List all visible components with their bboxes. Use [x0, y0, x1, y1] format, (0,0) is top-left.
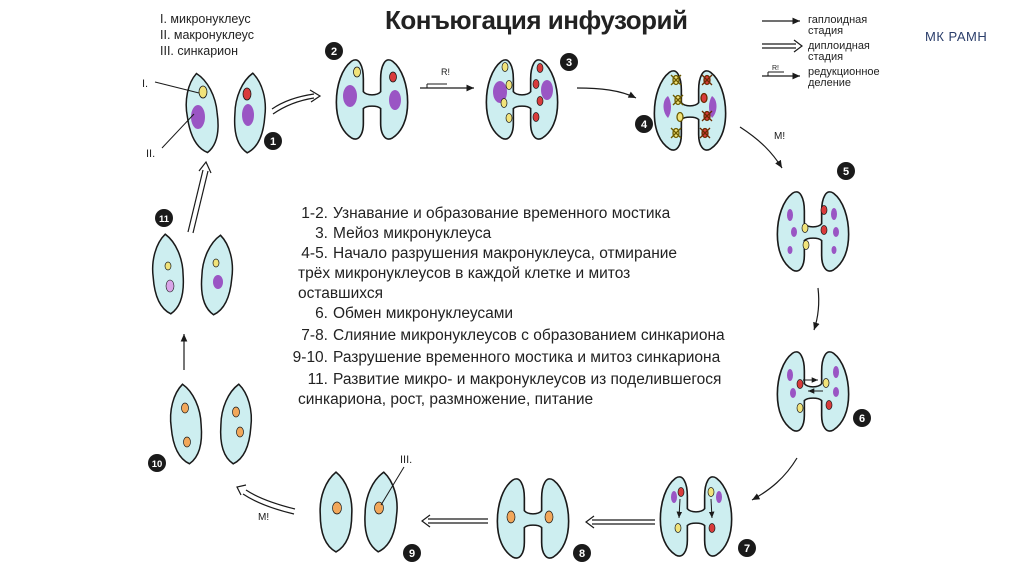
svg-text:10: 10	[152, 459, 163, 470]
arrow-5-to-6	[813, 287, 820, 331]
stage-badge-10: 10	[148, 454, 166, 472]
callout-line-micro	[154, 81, 200, 94]
nucleus-legend: I. микронуклеус II. макронуклеус III. си…	[160, 11, 254, 59]
step-item: 6.Обмен микронуклеусами	[315, 305, 514, 322]
step-item-cont: оставшихся	[298, 285, 383, 302]
stage-6-pair	[776, 351, 850, 432]
arrow-2-to-3: R!	[420, 67, 474, 92]
stage-badge-3: 3	[560, 53, 578, 71]
stage-9-cells	[319, 470, 401, 554]
step-item: 9-10.Разрушение временного мостика и мит…	[292, 349, 721, 366]
stage-badge-6: 6	[853, 409, 871, 427]
arrow-1-to-2	[271, 89, 322, 115]
stage-badge-11: 11	[155, 209, 173, 227]
svg-text:11: 11	[159, 214, 170, 225]
step-item: 3.Мейоз микронуклеуса	[315, 225, 492, 242]
svg-text:4: 4	[641, 119, 648, 131]
step-item: 4-5.Начало разрушения макронуклеуса, отм…	[301, 245, 678, 262]
stage-badge-9: 9	[403, 544, 421, 562]
arrow-label-m2: M!	[258, 512, 269, 523]
callout-macronucleus: II.	[146, 148, 155, 160]
stage-8-pair	[496, 478, 570, 559]
arrow-7-to-8	[585, 515, 655, 529]
legend-diploid-line1: диплоидная	[808, 40, 870, 52]
stage-1-cells	[180, 70, 269, 156]
step-item: 7-8.Слияние микронуклеусов с образование…	[301, 327, 725, 344]
page-title: Конъюгация инфузорий	[385, 5, 688, 35]
stage-badge-5: 5	[837, 162, 855, 180]
stage-4-pair	[653, 70, 727, 151]
legend-reduction-line1: редукционное	[808, 66, 880, 78]
step-item: 11.Развитие микро- и макронуклеусов из п…	[307, 371, 722, 388]
stage-2-pair	[335, 59, 409, 140]
arrow-9-to-10	[236, 484, 296, 515]
legend-double-arrow	[762, 39, 803, 53]
arrow-legend: гаплоидная стадия диплоидная стадия реду…	[808, 15, 880, 89]
legend-reduction-arrow: R!	[762, 65, 800, 80]
svg-text:3: 3	[566, 57, 572, 69]
legend-haploid-line2: стадия	[808, 25, 844, 37]
stage-10-cells	[166, 382, 255, 466]
stage-badge-4: 4	[635, 115, 653, 133]
stage-badge-1: 1	[264, 132, 282, 150]
legend-micronucleus: I. микронуклеус	[160, 12, 251, 26]
stage-badge-8: 8	[573, 544, 591, 562]
svg-text:1: 1	[270, 136, 276, 148]
callout-micronucleus: I.	[142, 78, 148, 90]
stage-badge-2: 2	[325, 42, 343, 60]
brand-label: МК РАМН	[925, 29, 988, 44]
legend-diploid-line2: стадия	[808, 51, 844, 63]
stage-7-pair	[659, 476, 733, 557]
svg-text:9: 9	[409, 548, 415, 560]
step-item-cont: синкариона, рост, размножение, питание	[298, 391, 594, 408]
stage-11-cells	[149, 232, 237, 317]
arrow-6-to-7	[751, 457, 798, 501]
arrow-3-to-4	[576, 87, 637, 99]
arrow-4-to-5	[739, 126, 783, 169]
legend-reduction-mark: R!	[772, 65, 779, 72]
arrow-label-r: R!	[441, 67, 450, 77]
arrow-11-to-1	[187, 160, 212, 234]
stage-3-pair	[485, 59, 559, 140]
callout-line-macro	[161, 113, 195, 149]
svg-text:8: 8	[579, 548, 585, 560]
legend-reduction-line2: деление	[808, 77, 852, 89]
stage-5-pair	[776, 191, 850, 272]
arrow-label-m1: M!	[774, 131, 785, 142]
step-item: 1-2.Узнавание и образование временного м…	[301, 205, 671, 222]
arrow-8-to-9	[421, 514, 488, 528]
svg-text:7: 7	[744, 543, 750, 555]
step-list: 1-2.Узнавание и образование временного м…	[266, 204, 725, 410]
svg-text:2: 2	[331, 46, 337, 58]
legend-haploid-line1: гаплоидная	[808, 14, 868, 26]
legend-syncarion: III. синкарион	[160, 44, 238, 58]
callout-line-syncarion	[380, 466, 405, 506]
svg-text:6: 6	[859, 413, 865, 425]
legend-macronucleus: II. макронуклеус	[160, 28, 255, 42]
callout-syncarion: III.	[400, 454, 412, 466]
step-item-cont: трёх микронуклеусов в каждой клетке и ми…	[298, 265, 631, 282]
stage-badge-7: 7	[738, 539, 756, 557]
svg-text:5: 5	[843, 166, 849, 178]
